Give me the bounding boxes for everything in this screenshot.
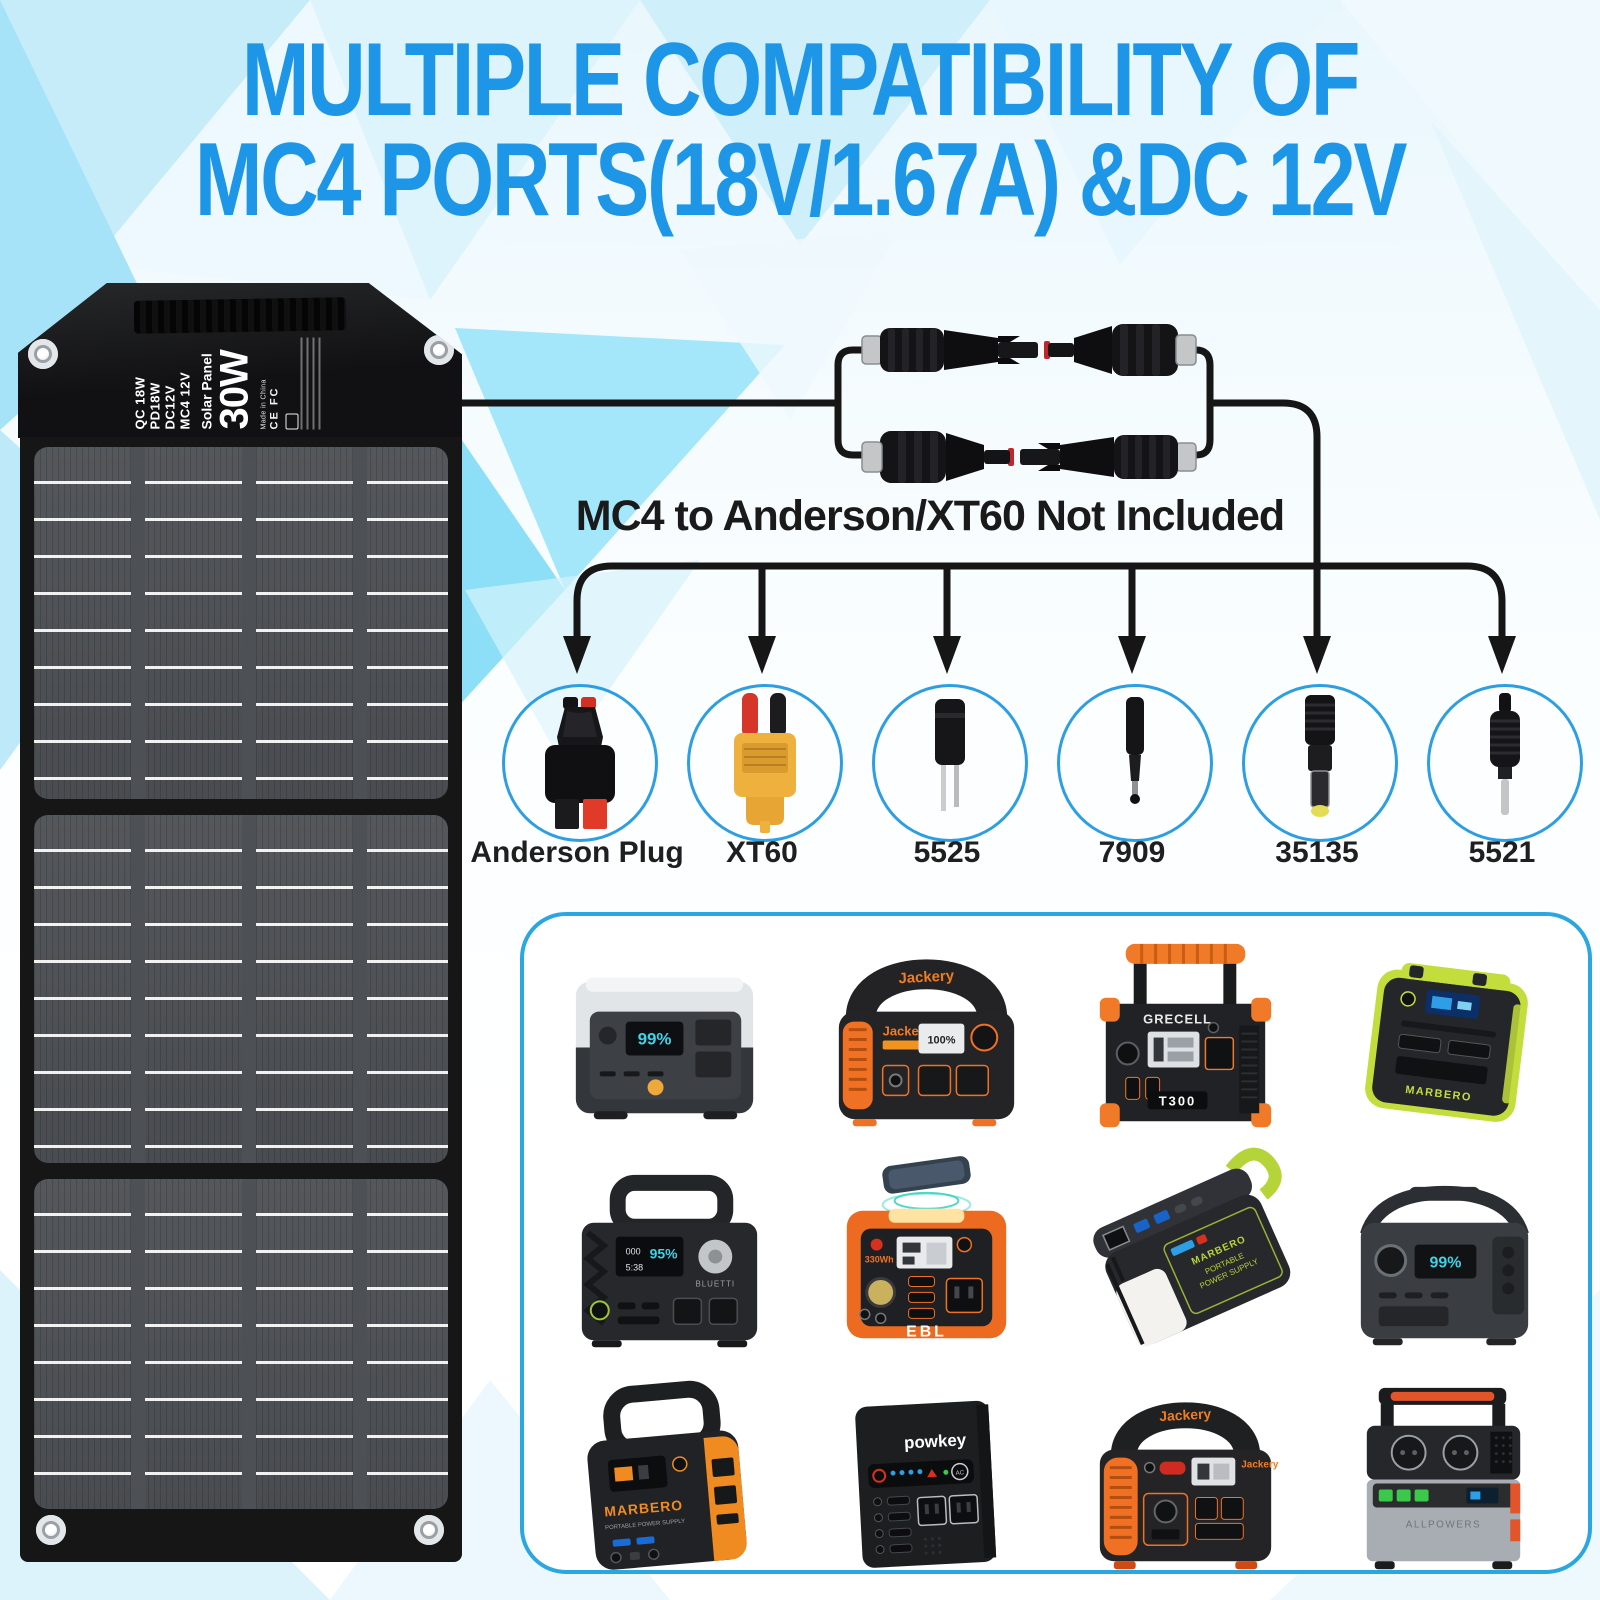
dc7909-plug-icon [1126,697,1144,804]
label-certs: CE FC [268,386,281,430]
adapter-label-35135: 35135 [1275,836,1359,869]
dc35135-plug-icon [1305,695,1335,817]
adapter-circle-5525 [872,684,1028,842]
adapter-label-anderson: Anderson Plug [470,836,684,869]
fine-print-line [300,337,303,430]
screen-value: 99% [638,1030,672,1049]
not-included-note: MC4 to Anderson/XT60 Not Included [575,492,1285,540]
title-line-1: MULTIPLE COMPATIBILITY OF [241,22,1360,138]
product-powkey: powkey AC [797,1364,1056,1583]
brand-text: MARBERO [604,1497,684,1520]
wireless-phone [882,1156,971,1194]
mc4-connector-pair-bottom [861,430,1197,484]
handle-brand-text: Jackery [898,967,955,987]
solar-panel-body [20,437,462,1562]
solar-panel-top-flap [18,283,462,438]
grommet-left [28,339,58,369]
capacity-text: 330Wh [865,1255,894,1265]
label-pd: PD18W [147,382,163,430]
adapter-label-5525: 5525 [913,836,981,869]
cables [448,346,1506,644]
solar-cells-section-1 [34,447,448,799]
fine-print-line [318,337,321,430]
arrow-heads [563,636,1516,674]
product-jackery-explorer-1000: Jackery Jackery [1056,1364,1315,1583]
adapter-circle-5521 [1427,684,1583,842]
title-line-2: MC4 PORTS(18V/1.67A) &DC 12V [194,122,1408,238]
solar-panel-label: QC 18W PD18W DC12V MC4 12V Solar Panel 3… [133,325,343,430]
product-ebl-330: 330Wh EBL [797,1145,1056,1364]
screen-right: 5:38 [626,1263,643,1273]
fine-print-line [306,337,309,430]
grommet-bottom-left [36,1515,66,1545]
screen-value: 95% [650,1246,679,1262]
model-text: T300 [1159,1093,1196,1108]
product-marbero-cube: MARBERO [1315,926,1574,1145]
label-wattage: 30W [212,350,257,430]
dc5521-plug-icon [1490,693,1520,815]
label-dc: DC12V [162,385,178,430]
xt60-icon [734,693,796,833]
label-mc4: MC4 12V [177,371,193,430]
product-ecoflow-river2: 99% [538,926,797,1145]
handle-brand-text: Jackery [1159,1406,1212,1425]
screen-value: 100% [927,1035,955,1047]
anderson-plug-icon [545,697,615,829]
brand-text: ALLPOWERS [1406,1520,1481,1531]
adapter-circle-xt60 [687,684,843,842]
product-marbero-orange: MARBERO PORTABLE POWER SUPPLY [538,1364,797,1583]
brand-text: Jackery [1241,1460,1279,1471]
product-grecell-t300: GRECELL T300 [1056,926,1315,1145]
grommet-bottom-right [414,1515,444,1545]
label-qc: QC 18W [132,376,148,430]
product-bluetti-eb3a: 000 95% 5:38 BLUETTI [538,1145,797,1364]
adapter-circle-35135 [1242,684,1398,842]
adapter-circle-anderson [502,684,658,842]
brand-text: powkey [904,1431,968,1453]
brand-text: BLUETTI [695,1280,735,1289]
battery-icon [285,413,299,430]
screen-value: 99% [1430,1255,1462,1272]
dc5525-plug-icon [935,699,965,811]
product-marbero-tilted: MARBERO PORTABLE POWER SUPPLY [1056,1145,1315,1364]
page-title: MULTIPLE COMPATIBILITY OF MC4 PORTS(18V/… [0,22,1600,238]
screen-left: 000 [626,1247,641,1257]
solar-cells-section-3 [34,1179,448,1509]
brand-text: GRECELL [1143,1012,1212,1027]
solar-cells-section-2 [34,815,448,1163]
fine-print-line [312,337,315,430]
ac-text: AC [956,1471,965,1477]
product-allpowers: ALLPOWERS [1315,1364,1574,1583]
product-ecoflow-river: 99% [1315,1145,1574,1364]
product-jackery-explorer-300: Jackery Jackery 100% [797,926,1056,1145]
compatible-products-box: 99% Jackery Jackery 100% [520,912,1592,1574]
mc4-connector-pair-top [861,323,1197,377]
adapter-label-xt60: XT60 [726,836,798,869]
brand-text: EBL [906,1323,947,1340]
label-origin: Made in China [260,379,268,430]
adapter-circle-7909 [1057,684,1213,842]
adapter-label-7909: 7909 [1098,836,1166,869]
adapter-label-5521: 5521 [1468,836,1536,869]
